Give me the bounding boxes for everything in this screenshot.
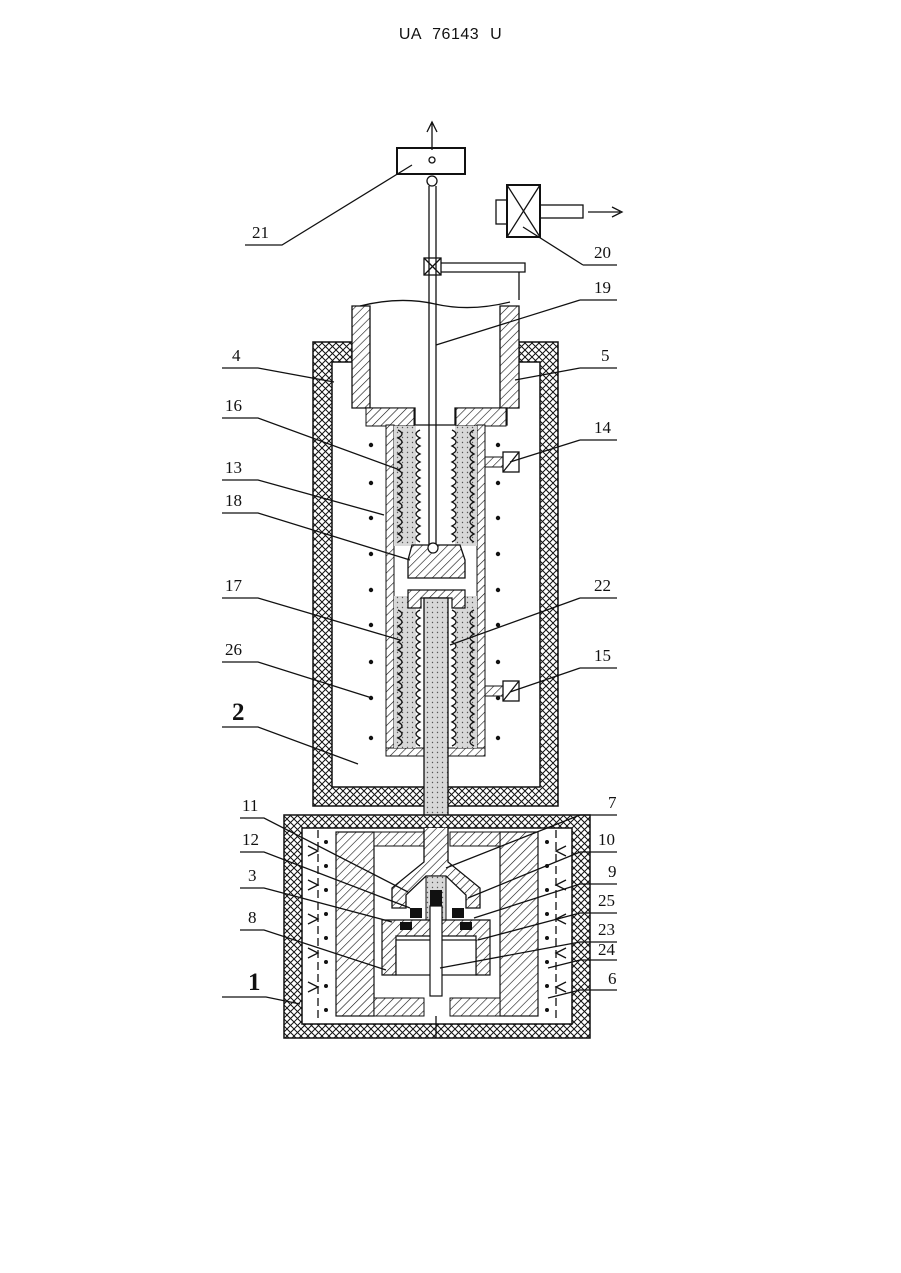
label-25: 25 <box>598 891 615 910</box>
label-14: 14 <box>594 418 612 437</box>
label-13: 13 <box>225 458 242 477</box>
label-15: 15 <box>594 646 611 665</box>
label-2: 2 <box>232 699 245 726</box>
label-17: 17 <box>225 576 243 595</box>
label-8: 8 <box>248 908 257 927</box>
label-11: 11 <box>242 796 258 815</box>
label-6: 6 <box>608 969 617 988</box>
label-1: 1 <box>248 969 261 996</box>
label-18: 18 <box>225 491 242 510</box>
label-19: 19 <box>594 278 611 297</box>
label-9: 9 <box>608 862 617 881</box>
label-22: 22 <box>594 576 611 595</box>
label-5: 5 <box>601 346 610 365</box>
label-3: 3 <box>248 866 257 885</box>
label-10: 10 <box>598 830 615 849</box>
indicator-21 <box>397 122 465 186</box>
label-20: 20 <box>594 243 611 262</box>
label-4: 4 <box>232 346 241 365</box>
label-24: 24 <box>598 940 616 959</box>
lower-furnace-1 <box>284 815 590 1038</box>
label-7: 7 <box>608 793 617 812</box>
label-21: 21 <box>252 223 269 242</box>
label-16: 16 <box>225 396 242 415</box>
label-23: 23 <box>598 920 615 939</box>
sensor-20 <box>496 185 622 237</box>
label-26: 26 <box>225 640 242 659</box>
label-12: 12 <box>242 830 259 849</box>
